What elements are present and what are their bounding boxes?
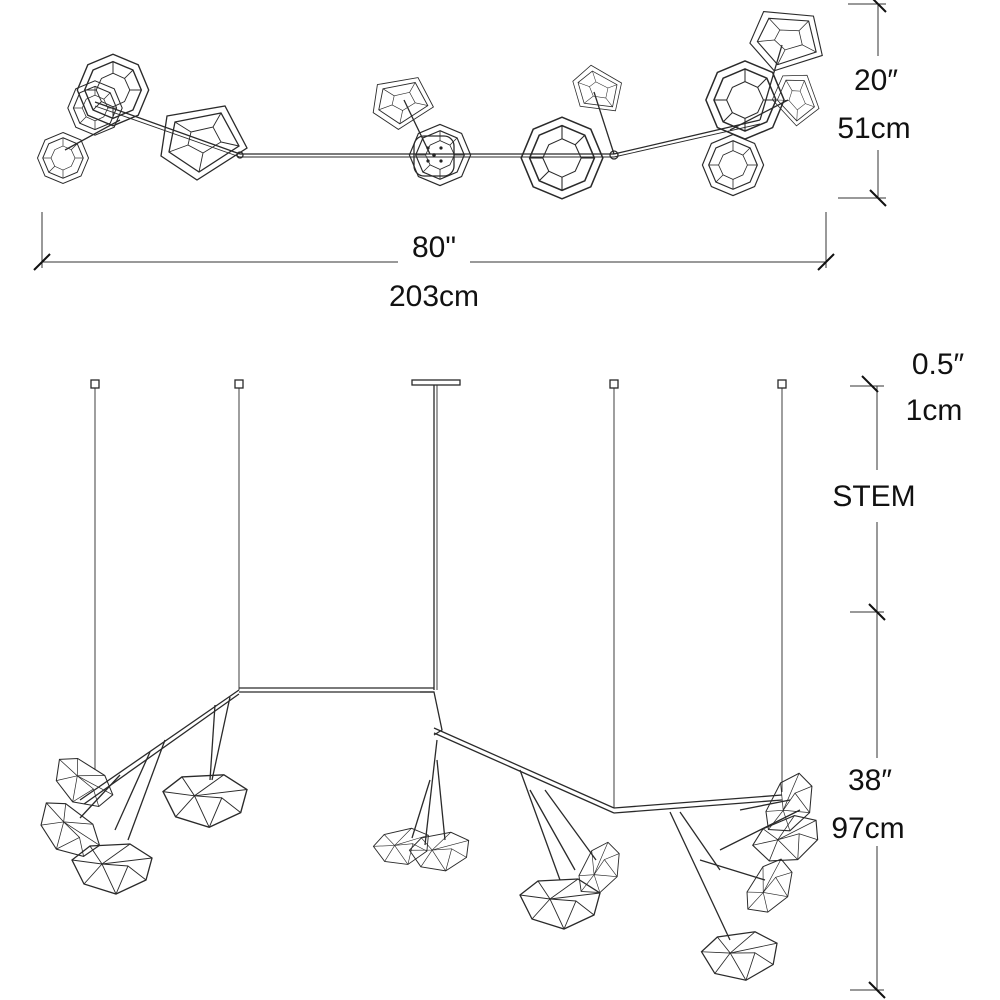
side-shade-11 <box>737 852 804 925</box>
top-shade-12 <box>701 133 765 197</box>
top-shade-5 <box>372 77 434 130</box>
side-canopy-main <box>411 379 461 386</box>
side-shade-8 <box>570 836 631 904</box>
side-shade-6 <box>407 829 473 876</box>
width-cm-label: 203cm <box>389 280 479 313</box>
top-view <box>37 1 833 200</box>
top-shade-6 <box>408 123 472 187</box>
stem-label: STEM <box>832 480 915 513</box>
top-shade-3 <box>37 132 89 184</box>
top-left-arm <box>94 101 241 155</box>
side-canopy-1 <box>90 379 100 389</box>
top-shade-7 <box>520 116 604 200</box>
side-view <box>27 379 828 985</box>
depth-inches-label: 20″ <box>854 64 898 97</box>
top-shade-4 <box>160 105 248 181</box>
top-shade-8 <box>563 57 633 126</box>
canopy-inches-label: 0.5″ <box>912 348 965 381</box>
fixture-height-inches-label: 38″ <box>848 764 892 797</box>
side-shade-10 <box>747 808 828 873</box>
width-inches-label: 80" <box>412 231 456 264</box>
side-shade-2 <box>27 791 108 870</box>
side-canopy-4 <box>777 379 787 389</box>
top-shade-9 <box>744 1 833 83</box>
side-canopy-2 <box>234 379 244 389</box>
top-canopy <box>413 135 455 177</box>
side-shade-1 <box>43 748 120 819</box>
side-shade-7 <box>519 878 601 930</box>
side-shade-3 <box>71 843 153 895</box>
side-shade-12 <box>699 929 781 985</box>
fixture-height-cm-label: 97cm <box>831 812 904 845</box>
depth-cm-label: 51cm <box>837 112 910 145</box>
top-right-arm <box>613 119 761 155</box>
side-canopy-3 <box>609 379 619 389</box>
canopy-cm-label: 1cm <box>906 394 963 427</box>
width-dimension <box>33 212 835 271</box>
top-shade-1 <box>76 53 150 127</box>
depth-dimension <box>838 0 887 207</box>
height-dimension <box>850 375 886 999</box>
side-shade-4 <box>162 774 248 828</box>
